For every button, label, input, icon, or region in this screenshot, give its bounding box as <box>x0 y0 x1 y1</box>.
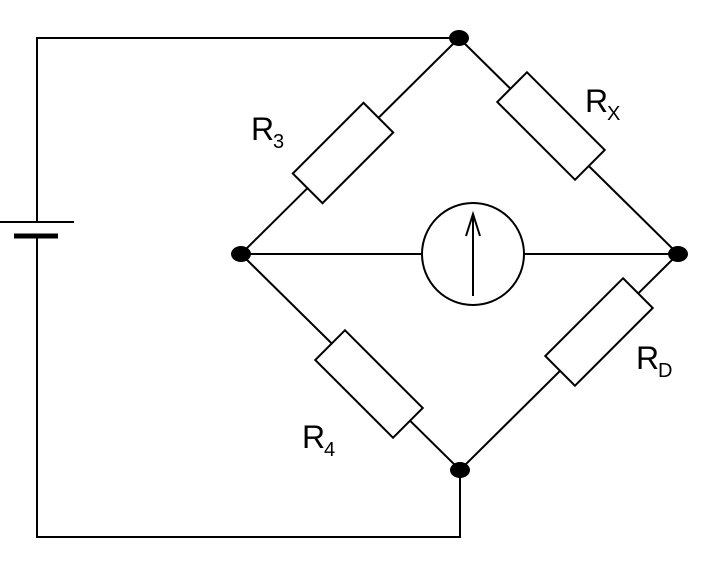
label-r4: R 4 <box>302 419 335 461</box>
label-rx: R X <box>585 83 620 125</box>
wire-bottom-left <box>36 235 461 538</box>
battery-icon <box>0 221 74 239</box>
label-rd-main: R <box>636 340 659 376</box>
label-r3: R 3 <box>251 111 284 153</box>
galvanometer-icon <box>421 202 525 306</box>
node-top <box>449 30 469 46</box>
node-left <box>231 246 251 262</box>
resistor-r3 <box>291 101 395 205</box>
label-r4-sub: 4 <box>324 439 335 461</box>
label-rx-sub: X <box>607 103 620 125</box>
resistor-rx <box>495 70 607 182</box>
label-rd-sub: D <box>658 360 672 382</box>
label-r4-main: R <box>302 419 325 455</box>
label-rd: R D <box>636 340 672 382</box>
label-r3-main: R <box>251 111 274 147</box>
wire-top-left <box>36 37 460 223</box>
label-r3-sub: 3 <box>273 131 284 153</box>
resistor-r4 <box>313 328 425 440</box>
resistor-rd <box>543 276 655 388</box>
node-bottom <box>450 462 470 478</box>
label-rx-main: R <box>585 83 608 119</box>
node-right <box>668 246 688 262</box>
